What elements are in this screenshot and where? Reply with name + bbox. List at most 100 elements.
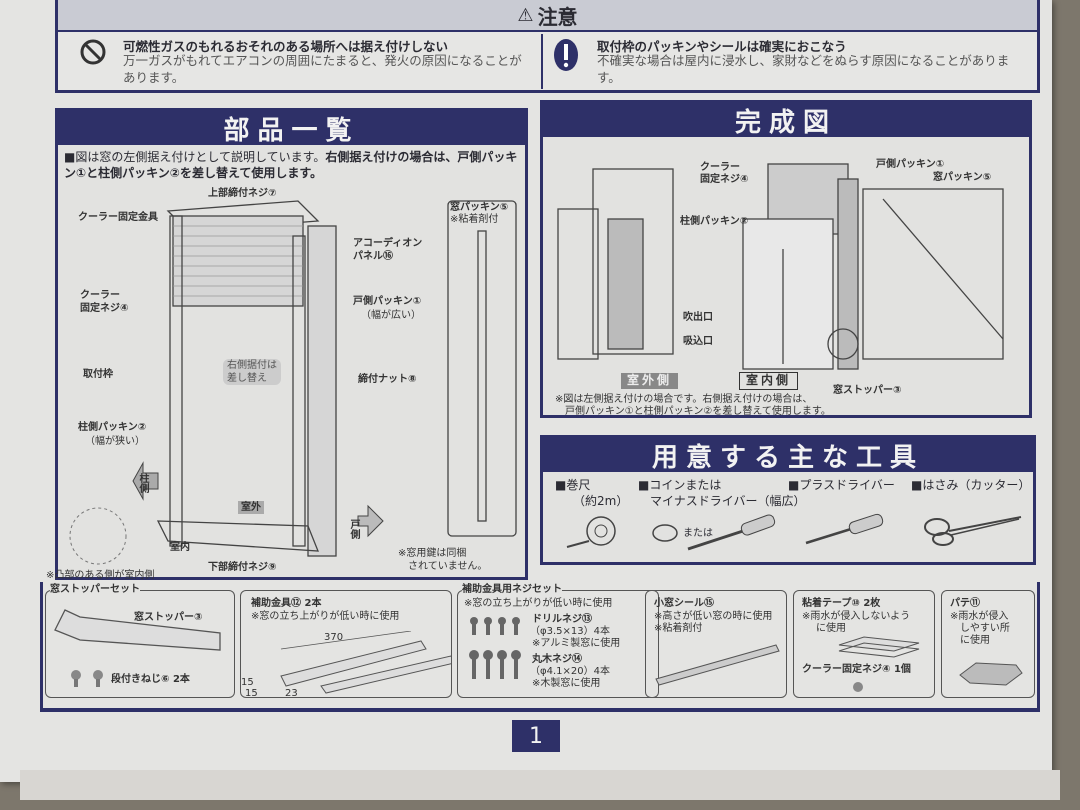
tool-coin-screwdriver: ■コインまたはマイナスドライバー（幅広） <box>638 478 806 509</box>
putty-note2: しやすい所 <box>960 623 1010 634</box>
tape-note2: に使用 <box>816 623 846 634</box>
wood-screw-note: ※木製窓に使用 <box>532 678 601 689</box>
label-swap: 右側据付は差し替え <box>223 359 281 385</box>
drill-screw-spec: （φ3.5×13）4本 <box>530 626 610 637</box>
label-pillar-side: 柱側 <box>137 473 148 493</box>
caution-title: 注意 <box>537 4 578 29</box>
phillips-screwdriver-icon <box>805 513 884 545</box>
label-nut: 締付ナット⑧ <box>358 374 417 385</box>
coin-icon <box>652 524 678 542</box>
prohibited-icon <box>80 39 106 65</box>
accessories-row: 窓ストッパーセット 窓ストッパー③ 段付きねじ⑥ 2本 補助金具⑫ 2本 ※窓の… <box>40 582 1040 712</box>
putty-title: パテ⑪ <box>950 598 980 609</box>
drill-screw-note: ※アルミ製窓に使用 <box>532 638 621 649</box>
stopper-set-title: 窓ストッパーセット <box>50 583 140 596</box>
aux-screws-note: ※窓の立ち上がりが低い時に使用 <box>464 598 613 609</box>
label-frame: 取付枠 <box>83 369 113 380</box>
label-bottom-screw: 下部締付ネジ⑨ <box>208 562 277 573</box>
tool-sub: マイナスドライバー（幅広） <box>650 493 806 508</box>
completed-door-packing: 戸側パッキン① <box>876 159 945 170</box>
tool-sub: （約2m） <box>573 493 629 508</box>
caution-item-gas: 可燃性ガスのもれるおそれのある場所へは据え付けしない 万一ガスがもれてエアコンの… <box>58 34 543 89</box>
small-seal-note2: ※粘着剤付 <box>654 623 703 634</box>
label-cooler-screw: クーラー <box>80 290 120 301</box>
completed-indoor: 室内側 <box>739 372 799 390</box>
parts-list-panel: 部品一覧 ■図は窓の左側据え付けとして説明しています。右側据え付けの場合は、戸側… <box>46 108 528 581</box>
label-swap-line2: 差し替え <box>227 373 267 384</box>
tools-title: 用意する主な工具 <box>543 438 1033 473</box>
completed-inlet: 吸込口 <box>683 336 713 347</box>
label-convex-note: ※凸部のある側が室内側 <box>46 570 155 581</box>
aux-bracket-icon <box>280 631 451 694</box>
dim-width: 15 <box>245 688 258 699</box>
putty-icon <box>959 662 1023 686</box>
label-accordion: アコーディオン <box>353 238 423 249</box>
dim-height: 15 <box>241 677 254 688</box>
drill-screw-label: ドリルネジ⑬ <box>532 614 592 625</box>
label-lock-note: ※窓用鍵は同梱 <box>398 548 467 559</box>
small-seal-icon <box>655 644 780 686</box>
stepped-screw-label: 段付きねじ⑥ 2本 <box>111 674 190 685</box>
aux-bracket-title: 補助金具⑫ 2本 <box>251 598 322 609</box>
label-door-side: 戸側 <box>348 519 359 539</box>
tool-tape-measure: ■巻尺（約2m） <box>555 478 628 509</box>
caution-header: ⚠注意 <box>58 0 1037 32</box>
putty-note3: に使用 <box>960 635 990 646</box>
exclamation-icon <box>554 39 578 71</box>
parts-list-title: 部品一覧 <box>58 111 525 146</box>
label-accordion2: パネル⑯ <box>353 251 393 262</box>
parts-intro: ■図は窓の左側据え付けとして説明しています。右側据え付けの場合は、戸側パッキン①… <box>64 149 524 181</box>
parts-diagram <box>69 200 517 565</box>
completed-note: ※図は左側据え付けの場合です。右側据え付けの場合は、 <box>555 394 813 405</box>
small-seal-title: 小窓シール⑮ <box>654 598 714 609</box>
aux-bracket-note: ※窓の立ち上がりが低い時に使用 <box>251 611 400 622</box>
stepped-screw-icon <box>71 670 103 687</box>
door-side-arrow <box>357 504 384 538</box>
completed-outdoor: 室外側 <box>621 373 679 389</box>
small-seal-box: 小窓シール⑮ ※高さが低い窓の時に使用 ※粘着剤付 <box>645 590 787 698</box>
tools-panel: 用意する主な工具 ■巻尺（約2m） ■コインまたはマイナスドライバー（幅広） ま… <box>540 435 1036 565</box>
completed-panel: 完成図 クーラー 固定ネジ④ 戸側パッキン① 窓パッキン⑤ 柱側パッキン② 吹出… <box>540 100 1032 418</box>
label-door-packing: 戸側パッキン① <box>353 296 422 307</box>
completed-cooler-screw: クーラー <box>700 162 740 173</box>
cooler-screw-label: クーラー固定ネジ④ 1個 <box>802 664 911 675</box>
caution-item-packing: 取付枠のパッキンやシールは確実におこなう 不確実な場合は屋内に浸水し、家財などを… <box>545 34 1037 89</box>
completed-title: 完成図 <box>543 103 1029 138</box>
caution-text-gas: 万一ガスがもれてエアコンの周囲にたまると、発火の原因になることがあります。 <box>123 53 522 85</box>
tool-label: ■コインまたは <box>638 478 722 492</box>
tool-or: または <box>683 528 713 539</box>
tape-measure-icon <box>566 516 616 548</box>
pillar-side-arrow <box>132 461 159 501</box>
tape-note: ※雨水が侵入しないよう <box>802 611 911 622</box>
completed-cooler-screw2: 固定ネジ④ <box>700 174 749 185</box>
page-number: 1 <box>512 720 560 752</box>
label-cooler-screw2: 固定ネジ④ <box>80 303 129 314</box>
label-outdoor: 室外 <box>238 501 264 514</box>
label-door-packing-note: （幅が広い） <box>361 310 421 321</box>
wood-screw-spec: （φ4.1×20）4本 <box>530 666 610 677</box>
window-stopper-icon <box>54 609 221 651</box>
label-bracket: クーラー固定金具 <box>78 212 158 223</box>
completed-diagram <box>557 163 1004 370</box>
tool-phillips-screwdriver: ■プラスドライバー <box>788 478 895 492</box>
completed-pillar-packing: 柱側パッキン② <box>680 216 749 227</box>
tool-label: ■巻尺 <box>555 478 591 492</box>
aux-bracket-box: 補助金具⑫ 2本 ※窓の立ち上がりが低い時に使用 370 15 15 23 <box>240 590 452 699</box>
label-lock-note2: されていません。 <box>408 561 488 572</box>
completed-window-packing: 窓パッキン⑤ <box>933 172 992 183</box>
label-window-packing-note: ※粘着剤付 <box>450 214 499 225</box>
caution-title-packing: 取付枠のパッキンやシールは確実におこなう <box>597 39 847 54</box>
label-pillar-packing: 柱側パッキン② <box>78 422 147 433</box>
dim-flange: 23 <box>285 688 298 699</box>
caution-text-packing: 不確実な場合は屋内に浸水し、家財などをぬらす原因になることがあります。 <box>597 53 1010 85</box>
screws-icon <box>469 617 521 679</box>
stopper-set-box: 窓ストッパーセット 窓ストッパー③ 段付きねじ⑥ 2本 <box>45 583 235 698</box>
label-window-packing: 窓パッキン⑤ <box>450 202 509 213</box>
caution-title-gas: 可燃性ガスのもれるおそれのある場所へは据え付けしない <box>123 39 449 54</box>
warning-triangle-icon: ⚠ <box>517 4 534 26</box>
putty-box: パテ⑪ ※雨水が侵入 しやすい所 に使用 <box>941 590 1035 698</box>
aux-screws-title: 補助金具用ネジセット <box>462 583 562 596</box>
dim-length: 370 <box>324 632 344 643</box>
wood-screw-label: 丸木ネジ⑭ <box>532 654 582 665</box>
underlying-page <box>20 770 1060 800</box>
